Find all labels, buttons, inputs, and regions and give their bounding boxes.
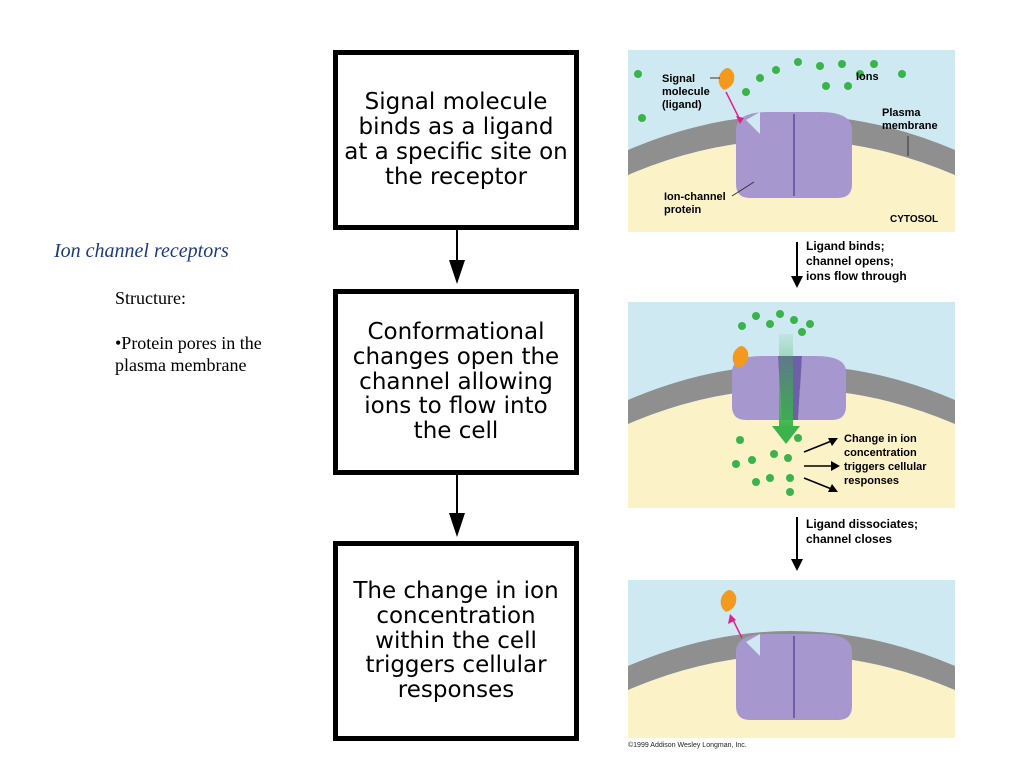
flow-box-2-text: Conformational changes open the channel … [352,318,560,445]
step-2-line-2: channel closes [806,532,893,546]
ion-flow [779,334,793,430]
flow-arrow-down-icon [449,513,465,537]
channel-subunit-left [732,356,782,420]
binding-site [746,112,760,134]
ion-dots [732,310,814,496]
slide-heading: Ion channel receptors [54,240,229,262]
ions-label: Ions [856,71,879,83]
ligand-icon [732,346,749,368]
channel-subunit-right [798,356,846,420]
cytosol-region [628,389,955,508]
flow-box-cellular-response: The change in ion concentration within t… [333,541,579,741]
bullet-line-2: plasma membrane [115,354,247,375]
response-arrows [803,439,835,491]
flow-box-ligand-binds: Signal molecule binds as a ligand at a s… [333,50,579,230]
step-1-arrow-icon [791,242,803,288]
flow-box-3-text: The change in ion concentration within t… [353,577,559,704]
step-1-line-1: Ligand binds; [806,239,885,253]
illustration-panel-channel-closed [628,580,955,738]
ion-flow-arrow-icon [772,426,800,444]
step-2-line-1: Ligand dissociates; [806,517,919,531]
bullet-text: •Protein pores in the plasma membrane [115,333,315,376]
channel-subunit-right [794,634,852,720]
flow-connector-2 [456,475,458,513]
step-2-arrow-icon [791,517,803,571]
plasma-membrane [628,365,955,424]
ligand-icon [720,590,737,612]
bullet-line-1: •Protein pores in the [115,333,262,353]
flow-arrow-down-icon [449,260,465,284]
cytosol-label: CYTOSOL [890,214,938,225]
channel-subunit-left [736,634,794,720]
step-1-label: Ligand binds; channel opens; ions flow t… [806,239,907,284]
ion-dots [634,58,906,122]
flow-box-channel-opens: Conformational changes open the channel … [333,289,579,475]
channel-subunit-left [736,112,794,198]
step-1-line-3: ions flow through [806,269,907,283]
ligand-icon [718,68,735,90]
copyright-notice: ©1999 Addison Wesley Longman, Inc. [628,742,747,749]
binding-site [746,634,760,656]
step-1-line-2: channel opens; [806,254,895,268]
channel-subunit-right [794,112,852,198]
structure-label: Structure: [115,288,186,308]
flow-connector-1 [456,230,458,260]
flow-box-1-text: Signal molecule binds as a ligand at a s… [344,89,568,190]
step-2-label: Ligand dissociates; channel closes [806,517,918,547]
plasma-membrane [628,115,955,175]
plasma-membrane [628,631,955,690]
